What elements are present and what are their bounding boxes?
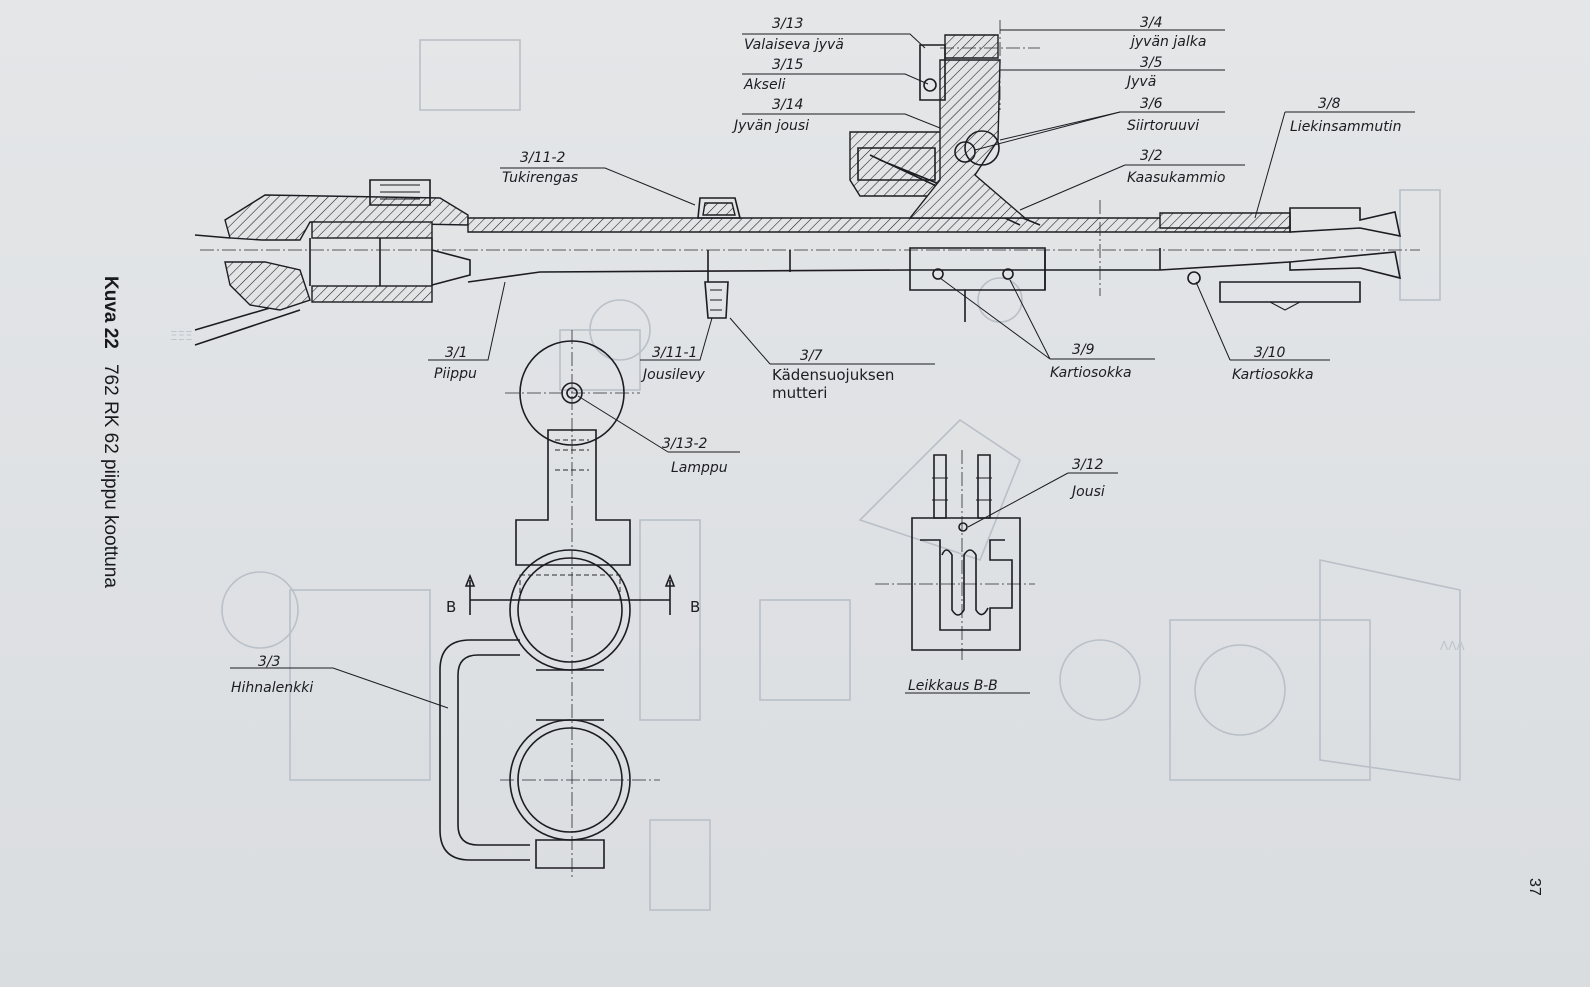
svg-text:3/6: 3/6: [1140, 96, 1163, 112]
svg-text:Jousi: Jousi: [1069, 484, 1105, 500]
svg-text:Jyvän jousi: Jyvän jousi: [731, 118, 809, 134]
label-3-5: 3/5 Jyvä: [1124, 55, 1163, 90]
section-markers: B B Leikkaus B-B: [446, 598, 998, 694]
label-3-11-2: 3/11-2 Tukirengas: [502, 150, 578, 186]
section-marker-left: B: [446, 598, 456, 616]
label-3-2: 3/2 Kaasukammio: [1127, 148, 1225, 186]
svg-text:Kuva 22 762 RK 62 piippu: Kuva 22 762 RK 62 piippu koottuna: [100, 276, 121, 588]
svg-text:3/2: 3/2: [1140, 148, 1163, 164]
svg-text:3/15: 3/15: [772, 57, 804, 73]
label-3-7: 3/7 Kädensuojuksen mutteri: [772, 348, 894, 402]
svg-text:Hihnalenkki: Hihnalenkki: [231, 680, 313, 696]
svg-text:ΛΛΛ: ΛΛΛ: [1440, 639, 1465, 653]
svg-text:Akseli: Akseli: [743, 77, 785, 93]
section-title: Leikkaus B-B: [908, 678, 998, 694]
show-through-ghost: ΛΛΛ ΞΞΞ: [170, 39, 1465, 911]
section-marker-right: B: [690, 598, 700, 616]
svg-text:3/5: 3/5: [1140, 55, 1163, 71]
label-3-12: 3/12 Jousi: [1069, 457, 1105, 500]
svg-text:Jyvä: Jyvä: [1124, 74, 1156, 90]
label-3-15: 3/15 Akseli: [743, 57, 804, 93]
label-3-9: 3/9 Kartiosokka: [1050, 342, 1132, 381]
svg-text:37: 37: [1526, 878, 1543, 896]
barrel-side-view: [194, 20, 1420, 346]
svg-text:Siirtoruuvi: Siirtoruuvi: [1127, 118, 1199, 134]
leader-lines: [230, 29, 1415, 709]
front-view: [439, 330, 676, 880]
svg-text:Kaasukammio: Kaasukammio: [1127, 170, 1225, 186]
label-3-8: 3/8 Liekinsammutin: [1290, 96, 1401, 135]
svg-text:Kartiosokka: Kartiosokka: [1232, 367, 1314, 383]
svg-text:mutteri: mutteri: [772, 384, 827, 402]
svg-text:3/10: 3/10: [1254, 345, 1286, 361]
svg-text:Kartiosokka: Kartiosokka: [1050, 365, 1132, 381]
svg-text:jyvän jalka: jyvän jalka: [1129, 34, 1206, 50]
svg-text:Kädensuojuksen: Kädensuojuksen: [772, 366, 894, 384]
svg-text:Liekinsammutin: Liekinsammutin: [1290, 119, 1401, 135]
svg-text:3/8: 3/8: [1318, 96, 1341, 112]
svg-text:3/13-2: 3/13-2: [662, 436, 707, 452]
svg-text:Jousilevy: Jousilevy: [640, 367, 706, 383]
label-3-11-1: 3/11-1 Jousilevy: [640, 345, 706, 383]
label-3-3: 3/3 Hihnalenkki: [231, 654, 313, 696]
svg-text:ΞΞΞ: ΞΞΞ: [170, 329, 193, 343]
svg-text:3/12: 3/12: [1072, 457, 1104, 473]
label-3-1: 3/1 Piippu: [434, 345, 477, 382]
label-3-4: 3/4 jyvän jalka: [1129, 15, 1206, 50]
page-number: 37: [1526, 878, 1543, 896]
caption-figure-number: Kuva 22: [100, 276, 121, 349]
label-3-14: 3/14 Jyvän jousi: [731, 97, 809, 134]
svg-text:Lamppu: Lamppu: [671, 460, 728, 476]
label-3-13-2: 3/13-2 Lamppu: [662, 436, 728, 476]
caption-text: 762 RK 62 piippu koottuna: [100, 364, 121, 588]
label-3-13: 3/13 Valaiseva jyvä: [744, 16, 844, 53]
svg-text:Piippu: Piippu: [434, 366, 477, 382]
svg-text:3/11-2: 3/11-2: [520, 150, 565, 166]
svg-text:3/4: 3/4: [1140, 15, 1163, 31]
svg-text:3/11-1: 3/11-1: [652, 345, 697, 361]
svg-text:3/1: 3/1: [445, 345, 468, 361]
svg-text:Tukirengas: Tukirengas: [502, 170, 578, 186]
svg-text:3/14: 3/14: [772, 97, 803, 113]
label-3-10: 3/10 Kartiosokka: [1232, 345, 1314, 383]
svg-text:3/7: 3/7: [800, 348, 823, 364]
svg-text:3/3: 3/3: [258, 654, 281, 670]
svg-text:3/13: 3/13: [772, 16, 803, 32]
svg-text:3/9: 3/9: [1072, 342, 1095, 358]
svg-text:Valaiseva jyvä: Valaiseva jyvä: [744, 37, 844, 53]
figure-caption: Kuva 22 762 RK 62 piippu koottuna: [100, 276, 121, 588]
label-3-6: 3/6 Siirtoruuvi: [1127, 96, 1199, 134]
